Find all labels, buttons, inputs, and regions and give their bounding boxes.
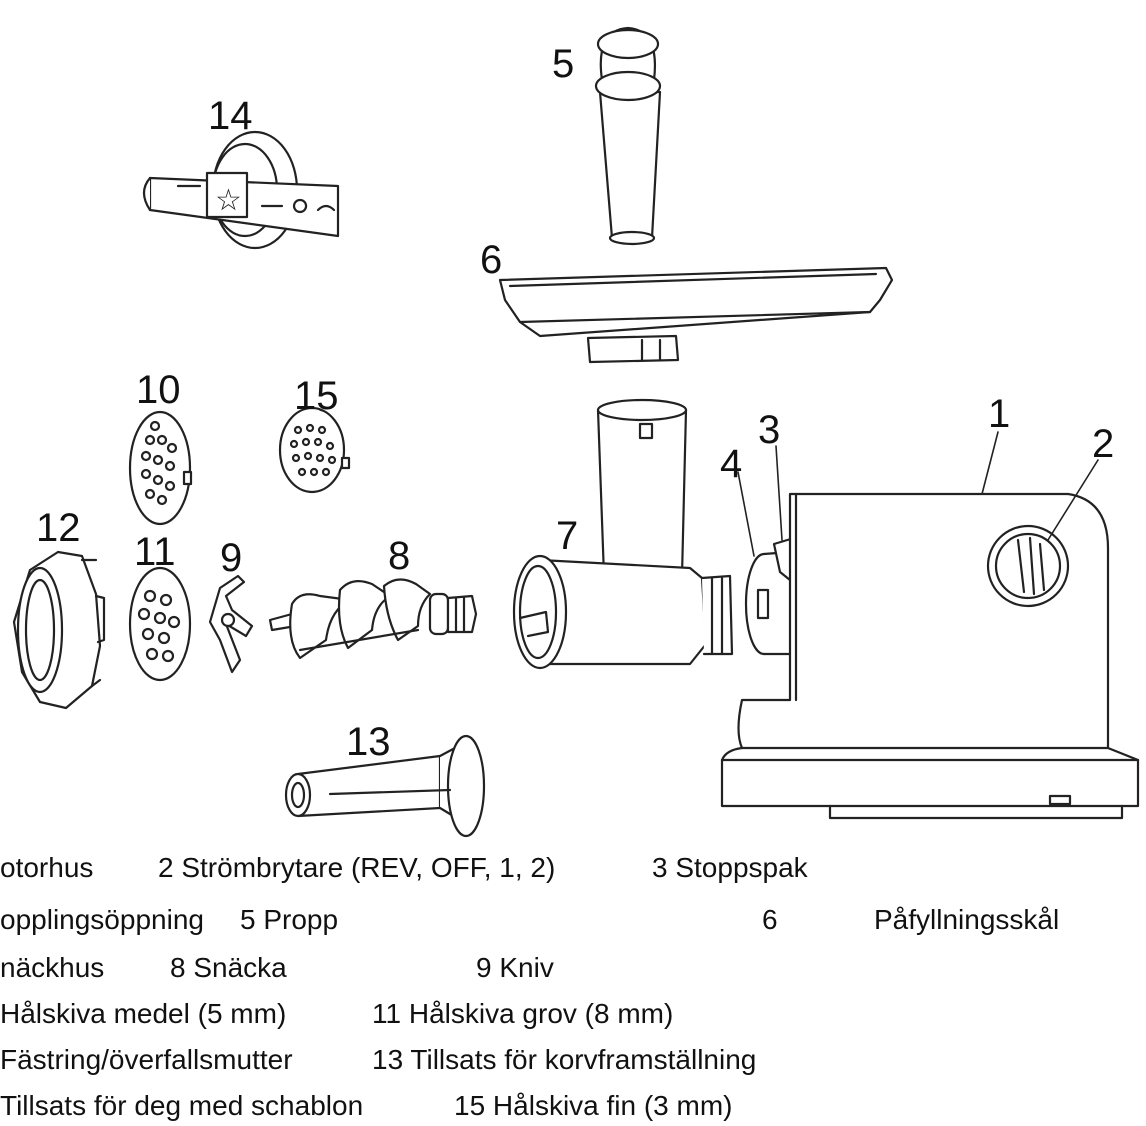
legend-item: 6	[762, 904, 778, 935]
svg-text:☆: ☆	[215, 183, 242, 218]
callout-8: 8	[388, 534, 411, 578]
leader-lines	[319, 409, 1099, 557]
part-6-tray	[498, 266, 894, 364]
callout-14: 14	[208, 94, 253, 138]
part-5-pusher	[594, 26, 662, 246]
legend-item: Fästring/överfallsmutter	[0, 1044, 293, 1075]
callout-11: 11	[134, 530, 176, 574]
callout-12: 12	[36, 506, 81, 550]
legend-item: Hålskiva medel (5 mm)	[0, 998, 287, 1029]
callout-7: 7	[556, 514, 579, 558]
legend-item: Påfyllningsskål	[874, 904, 1060, 935]
legend-item: 15 Hålskiva fin (3 mm)	[454, 1090, 733, 1121]
callout-3: 3	[758, 408, 781, 452]
legend-item: 2 Strömbrytare (REV, OFF, 1, 2)	[158, 852, 556, 883]
part-11-coarse-plate	[128, 566, 192, 682]
callout-13: 13	[346, 720, 391, 764]
legend-item: 5 Propp	[240, 904, 339, 935]
callout-5: 5	[552, 42, 575, 86]
legend-item: opplingsöppning	[0, 904, 204, 935]
legend-item: otorhus	[0, 852, 94, 883]
callout-15: 15	[294, 374, 339, 418]
legend-item: 13 Tillsats för korvframställning	[372, 1044, 757, 1075]
callout-9: 9	[220, 536, 243, 580]
part-13-sausage-attachment	[284, 734, 486, 838]
part-9-knife	[208, 574, 254, 674]
part-14-dough-attachment: ☆	[142, 130, 340, 250]
legend-item: 8 Snäcka	[170, 952, 287, 983]
callout-10: 10	[136, 368, 181, 412]
legend-item: 9 Kniv	[476, 952, 554, 983]
part-10-medium-plate	[128, 410, 193, 526]
part-7-screw-housing	[512, 398, 734, 670]
callout-6: 6	[480, 238, 503, 282]
part-8-auger	[268, 578, 478, 660]
callout-4: 4	[720, 442, 743, 486]
callout-2: 2	[1092, 422, 1115, 466]
legend-item: 3 Stoppspak	[652, 852, 808, 883]
legend-item: Tillsats för deg med schablon	[0, 1090, 364, 1121]
legend-item: 11 Hålskiva grov (8 mm)	[372, 998, 674, 1029]
callout-1: 1	[988, 392, 1011, 436]
exploded-parts-diagram: ☆	[12, 26, 1140, 838]
part-15-fine-plate	[278, 406, 351, 494]
part-12-fixing-ring	[12, 550, 106, 710]
part-2-switch	[986, 524, 1070, 608]
legend-item: näckhus	[0, 952, 105, 983]
